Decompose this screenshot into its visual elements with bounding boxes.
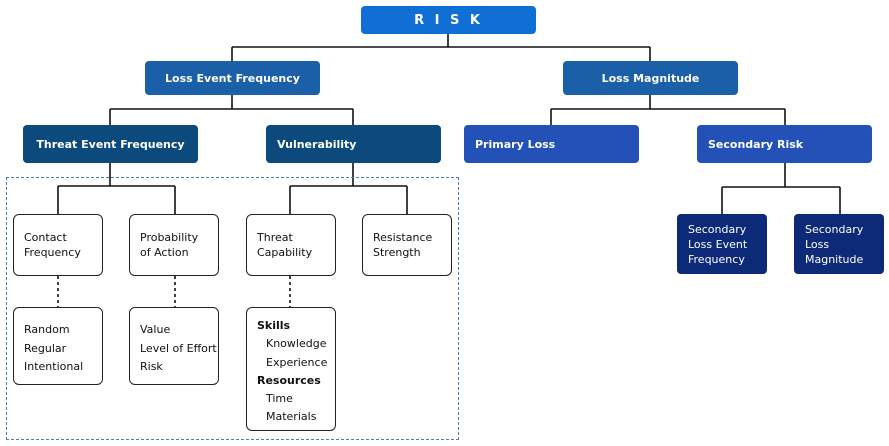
skills-item: Experience — [266, 355, 328, 369]
secondary-lm-line-1: Secondary — [805, 223, 864, 236]
action-factor-item: Level of Effort — [140, 341, 217, 355]
loss-event-frequency-label: Loss Event Frequency — [165, 71, 300, 85]
capability-factors-node: Skills Knowledge Experience Resources Ti… — [246, 307, 336, 431]
vulnerability-label: Vulnerability — [277, 137, 357, 151]
risk-node: R I S K — [361, 6, 536, 34]
secondary-lef-line-2: Loss Event — [688, 238, 748, 251]
threat-capability-node: Threat Capability — [246, 214, 336, 276]
threat-event-frequency-node: Threat Event Frequency — [23, 125, 198, 163]
probability-of-action-line-2: of Action — [140, 246, 189, 259]
action-factor-item: Risk — [140, 360, 163, 373]
vulnerability-scope-frame — [6, 177, 459, 440]
probability-of-action-node: Probability of Action — [129, 214, 219, 276]
secondary-loss-event-frequency-node: Secondary Loss Event Frequency — [677, 214, 767, 274]
vulnerability-node: Vulnerability — [266, 125, 441, 163]
resistance-strength-node: Resistance Strength — [362, 214, 452, 276]
threat-event-frequency-label: Threat Event Frequency — [36, 137, 185, 151]
contact-type-item: Intentional — [24, 360, 84, 373]
secondary-lm-line-3: Magnitude — [805, 253, 864, 266]
secondary-lef-line-1: Secondary — [688, 223, 747, 236]
contact-types-node: Random Regular Intentional — [13, 307, 103, 385]
contact-type-item: Random — [24, 323, 70, 336]
threat-capability-line-2: Capability — [257, 246, 313, 259]
resistance-strength-line-1: Resistance — [373, 231, 433, 244]
action-factors-node: Value Level of Effort Risk — [129, 307, 219, 385]
secondary-lef-line-3: Frequency — [688, 253, 745, 266]
secondary-loss-magnitude-node: Secondary Loss Magnitude — [794, 214, 884, 274]
secondary-risk-node: Secondary Risk — [697, 125, 872, 163]
resources-item: Materials — [266, 410, 317, 424]
contact-type-item: Regular — [24, 341, 67, 355]
secondary-lm-line-2: Loss — [805, 238, 830, 251]
threat-capability-line-1: Threat — [257, 231, 293, 244]
risk-label: R I S K — [414, 12, 483, 28]
contact-frequency-line-2: Frequency — [24, 246, 81, 259]
action-factor-item: Value — [140, 323, 171, 336]
loss-magnitude-node: Loss Magnitude — [563, 61, 738, 95]
primary-loss-node: Primary Loss — [464, 125, 639, 163]
resources-heading: Resources — [257, 373, 321, 387]
resistance-strength-line-2: Strength — [373, 246, 421, 259]
contact-frequency-node: Contact Frequency — [13, 214, 103, 276]
secondary-risk-label: Secondary Risk — [708, 137, 804, 151]
primary-loss-label: Primary Loss — [475, 137, 556, 151]
skills-item: Knowledge — [266, 337, 327, 351]
skills-heading: Skills — [257, 319, 291, 332]
contact-frequency-line-1: Contact — [24, 231, 67, 244]
loss-magnitude-label: Loss Magnitude — [601, 71, 700, 85]
loss-event-frequency-node: Loss Event Frequency — [145, 61, 320, 95]
resources-item: Time — [266, 392, 293, 406]
probability-of-action-line-1: Probability — [140, 231, 199, 244]
